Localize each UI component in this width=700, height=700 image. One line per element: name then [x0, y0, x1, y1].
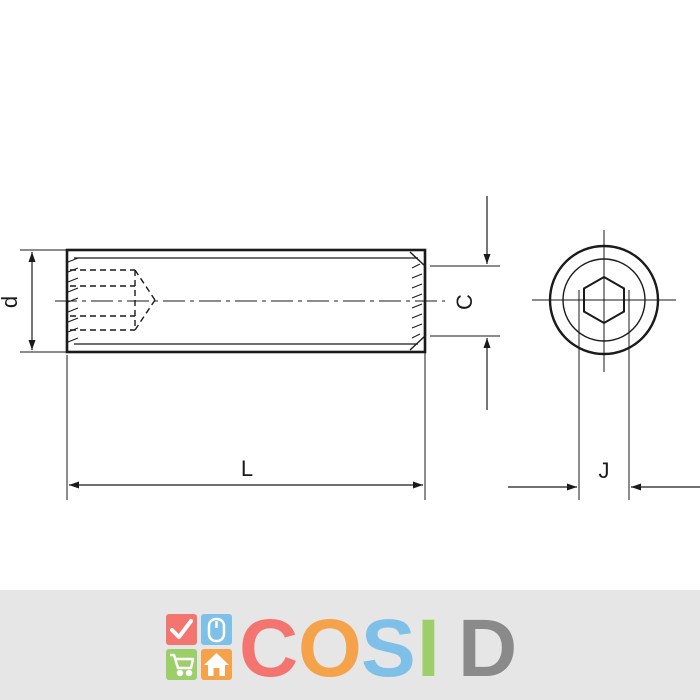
label-C: C [452, 294, 477, 310]
dimension-d [20, 249, 72, 353]
brand-letter-o: O [298, 603, 362, 694]
label-L: L [241, 456, 253, 481]
dimension-L [66, 340, 426, 500]
brand-letter-i: I [417, 603, 440, 694]
end-view [532, 230, 676, 372]
home-icon [204, 653, 229, 676]
cart-icon [170, 653, 195, 677]
label-d: d [0, 296, 22, 308]
brand-letter-d: D [458, 603, 517, 694]
check-icon [170, 619, 193, 639]
set-screw-technical-drawing: d L C J [0, 196, 700, 500]
cosid-logo: C O S I D [166, 603, 517, 694]
mouse-icon [207, 617, 226, 643]
brand-letter-c: C [239, 603, 298, 694]
brand-bar: C O S I D [0, 590, 700, 700]
brand-letter-s: S [361, 603, 416, 694]
hidden-hex-socket [70, 269, 156, 331]
dimension-C [430, 196, 500, 410]
label-J: J [599, 458, 610, 483]
dimension-J [508, 290, 700, 500]
